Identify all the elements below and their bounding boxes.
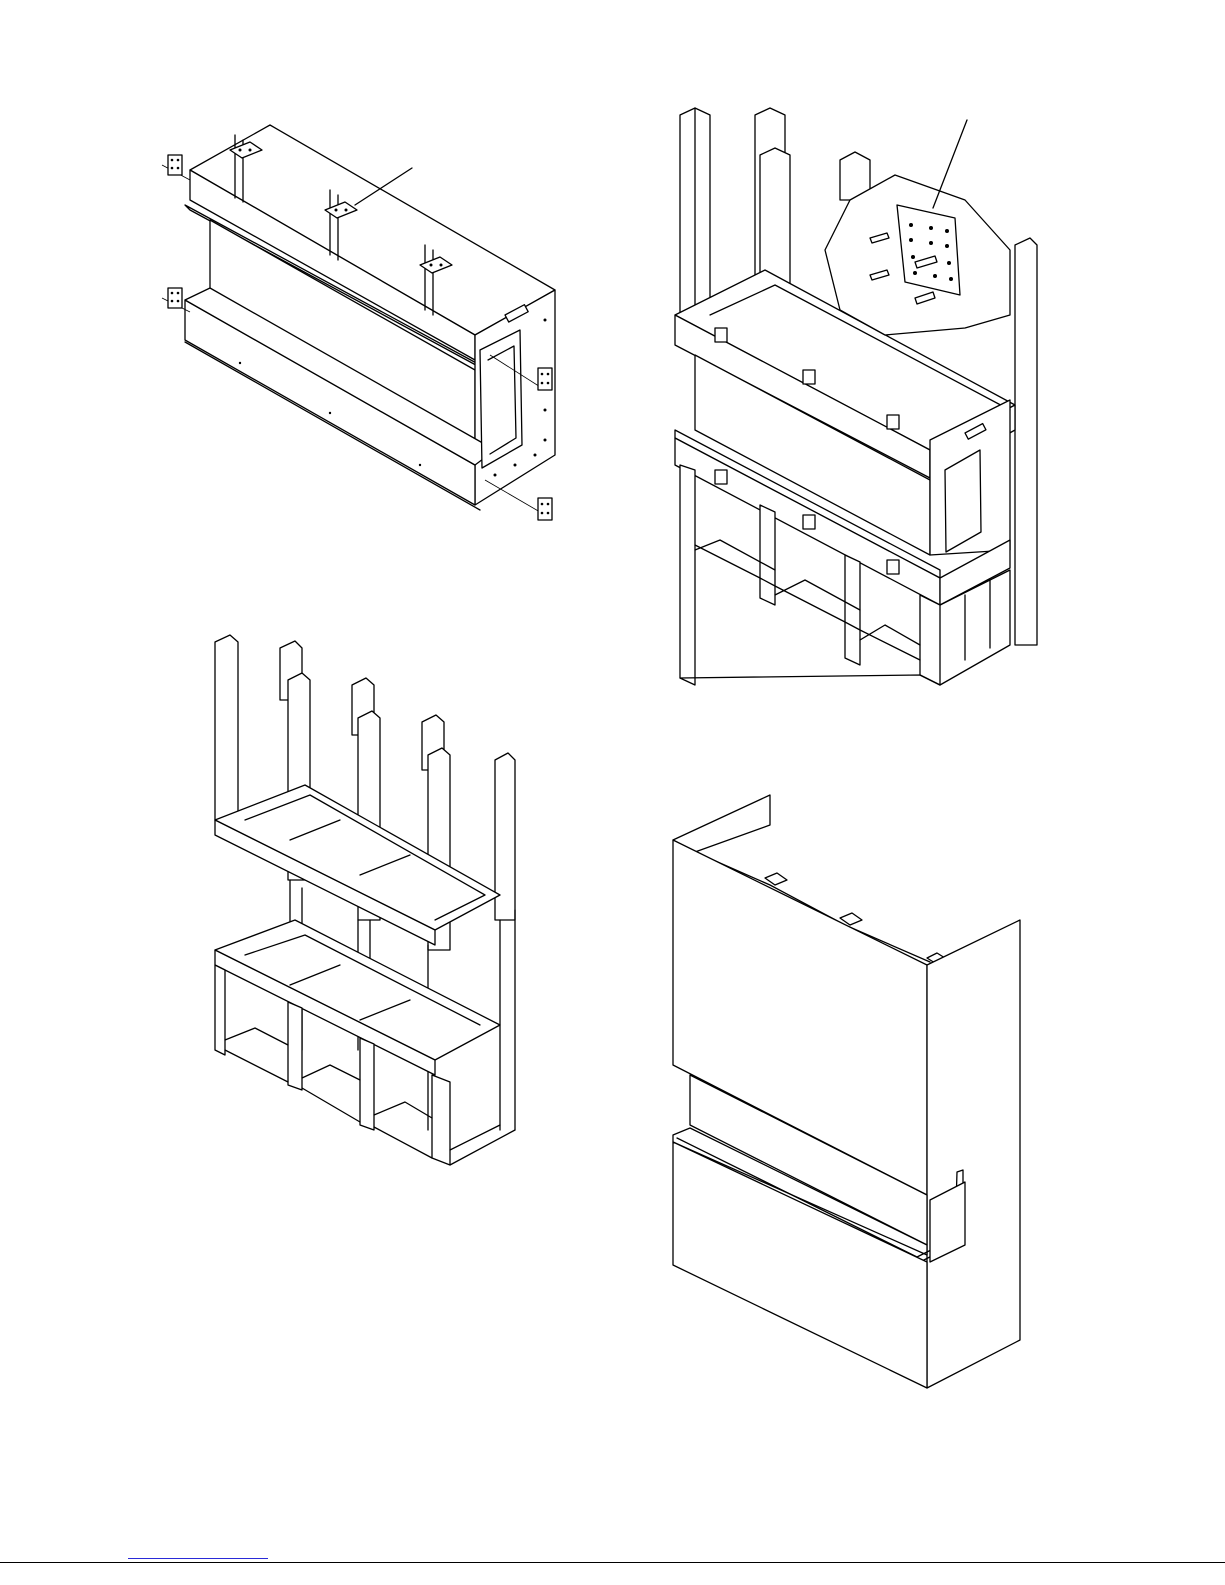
back-wall-left xyxy=(673,795,770,852)
framed-unit-icon xyxy=(665,100,1050,700)
figure-stud-frame xyxy=(210,630,530,1175)
fireplace-box-icon xyxy=(150,110,580,540)
side-bracket-left-upper xyxy=(162,155,190,180)
figure-finished-enclosure xyxy=(665,790,1030,1390)
lower-leg xyxy=(215,965,225,1055)
stud-frame-icon xyxy=(210,630,530,1175)
stud-top xyxy=(765,873,787,885)
side-bracket-right-lower xyxy=(485,480,552,520)
figure-fireplace-unit xyxy=(150,110,580,540)
footer-rule xyxy=(0,1562,1225,1563)
footer-link-underline xyxy=(128,1558,268,1559)
figure-framed-unit xyxy=(665,100,1050,700)
side-wall-panel xyxy=(927,920,1020,1388)
finished-wall-icon xyxy=(665,790,1030,1390)
bracket-screw-detail-icon xyxy=(825,120,1010,335)
